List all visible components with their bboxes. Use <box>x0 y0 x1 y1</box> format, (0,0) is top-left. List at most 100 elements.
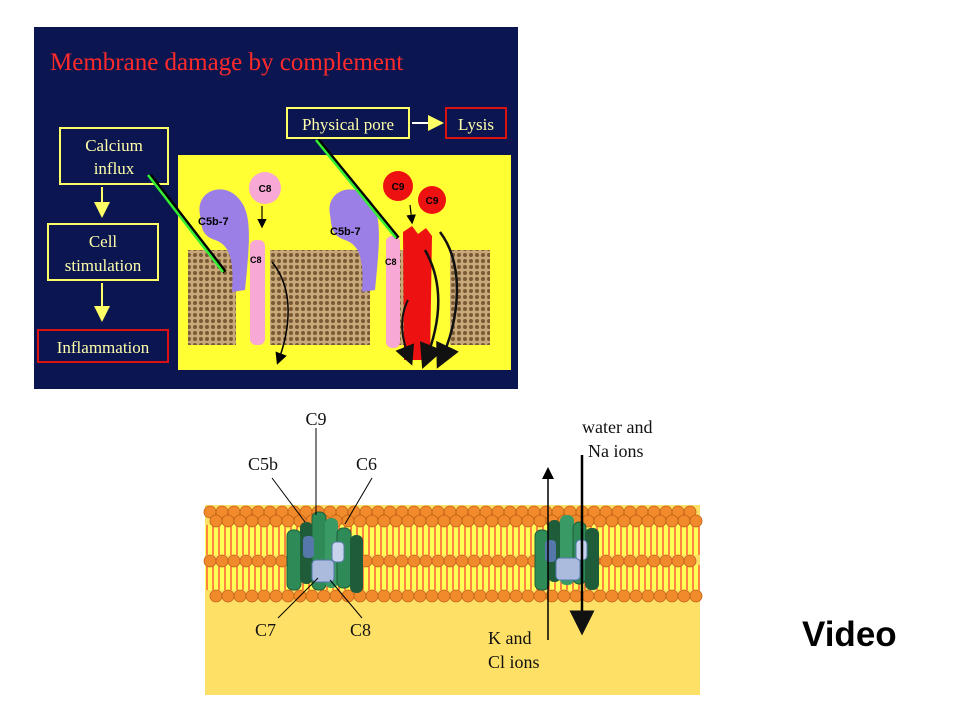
bottom-c8-label: C8 <box>350 620 371 640</box>
lipid-head <box>413 589 427 603</box>
lipid-head <box>377 514 391 528</box>
ion-flow-arrow <box>271 261 289 365</box>
lipid-head <box>437 514 451 528</box>
lipid-head <box>449 514 463 528</box>
video-link[interactable]: Video <box>802 615 897 654</box>
lipid-head <box>647 554 661 568</box>
lipid-head <box>257 514 271 528</box>
lipid-head <box>665 589 679 603</box>
lipid-head <box>683 505 697 519</box>
lipid-head <box>593 589 607 603</box>
top-diagram-title: Membrane damage by complement <box>50 49 403 76</box>
mac-protein-subunit <box>585 528 599 590</box>
inflammation-box <box>37 329 169 363</box>
mac-complex-left <box>286 511 363 593</box>
lipid-head <box>245 589 259 603</box>
lipid-head <box>407 554 421 568</box>
calcium-pointer-arrow <box>147 174 224 273</box>
bottom-c5b-label: C5b <box>248 454 278 474</box>
c9-insertion-arrow <box>406 204 416 225</box>
lipid-head <box>629 514 643 528</box>
lipid-head <box>689 589 703 603</box>
lipid-head <box>353 514 367 528</box>
lipid-head <box>425 589 439 603</box>
lipid-head <box>443 554 457 568</box>
lipid-head <box>257 589 271 603</box>
lysis-box <box>445 107 507 139</box>
lipid-head <box>437 589 451 603</box>
lipid-head <box>617 514 631 528</box>
pore-pointer-arrow <box>315 139 397 239</box>
lipid-head <box>497 589 511 603</box>
lipid-head <box>671 554 685 568</box>
lysis-label: Lysis <box>458 115 494 134</box>
c8-free-molecule <box>249 172 281 204</box>
calcium-influx-line2: influx <box>94 159 135 178</box>
lipid-head <box>641 514 655 528</box>
lipid-head <box>509 589 523 603</box>
lipid-head <box>689 514 703 528</box>
mac-blue-subunit <box>545 540 556 562</box>
lipid-head <box>515 554 529 568</box>
lipid-head <box>413 514 427 528</box>
lipid-head <box>611 554 625 568</box>
lipid-head <box>371 554 385 568</box>
lipid-head <box>221 514 235 528</box>
c9-molecule-b <box>418 186 446 214</box>
lipid-head <box>455 554 469 568</box>
calcium-influx-box <box>59 127 169 185</box>
membrane-segment <box>188 250 236 345</box>
lipid-head <box>233 514 247 528</box>
lipid-head <box>389 514 403 528</box>
c8-free-label: C8 <box>259 184 272 195</box>
lipid-head <box>401 514 415 528</box>
lipid-head <box>317 589 331 603</box>
lipid-head <box>683 554 697 568</box>
lipid-head <box>401 589 415 603</box>
lipid-head <box>497 514 511 528</box>
water-flow-arrow <box>436 231 459 369</box>
lipid-head <box>221 589 235 603</box>
mac-blue-subunit <box>311 559 335 583</box>
c8-left-label: C8 <box>250 255 262 265</box>
lipid-head <box>653 514 667 528</box>
pore-pointer-shadow <box>316 138 400 240</box>
lipid-head <box>395 554 409 568</box>
c8-insert-left <box>250 240 265 345</box>
mac-complex-right <box>534 515 599 591</box>
lipid-head <box>557 589 571 603</box>
inflammation-label: Inflammation <box>57 338 150 357</box>
lipid-head <box>281 589 295 603</box>
membrane-segment <box>270 250 370 345</box>
lipid-head <box>521 589 535 603</box>
water-na-line2: Na ions <box>588 441 644 461</box>
lipid-head <box>281 514 295 528</box>
lipid-head <box>383 554 397 568</box>
lipid-head <box>431 554 445 568</box>
lipid-head <box>251 554 265 568</box>
lipid-head <box>305 589 319 603</box>
cell-stimulation-box <box>47 223 159 281</box>
c5b7-complex-right <box>329 189 379 292</box>
c9-label-a: C9 <box>392 182 405 193</box>
c8-insert-right <box>386 236 400 348</box>
c6-leader-line <box>344 477 373 525</box>
lipid-head <box>209 514 223 528</box>
lipid-head <box>269 589 283 603</box>
bottom-c6-label: C6 <box>356 454 377 474</box>
lipid-head <box>605 589 619 603</box>
lipid-head <box>533 589 547 603</box>
lipid-head <box>521 514 535 528</box>
c9-molecule-a <box>383 171 413 201</box>
lipid-head <box>263 554 277 568</box>
top-diagram: Membrane damage by complement C8 C5b-7 C… <box>34 27 518 389</box>
physical-pore-box <box>286 107 410 139</box>
lipid-head <box>365 589 379 603</box>
c5b7-left-label: C5b-7 <box>198 216 229 228</box>
lipid-head <box>341 514 355 528</box>
calcium-influx-line1: Calcium <box>85 136 143 155</box>
lipid-head <box>569 589 583 603</box>
bottom-c9-label: C9 <box>305 409 326 429</box>
calcium-pointer-shadow <box>148 173 227 274</box>
